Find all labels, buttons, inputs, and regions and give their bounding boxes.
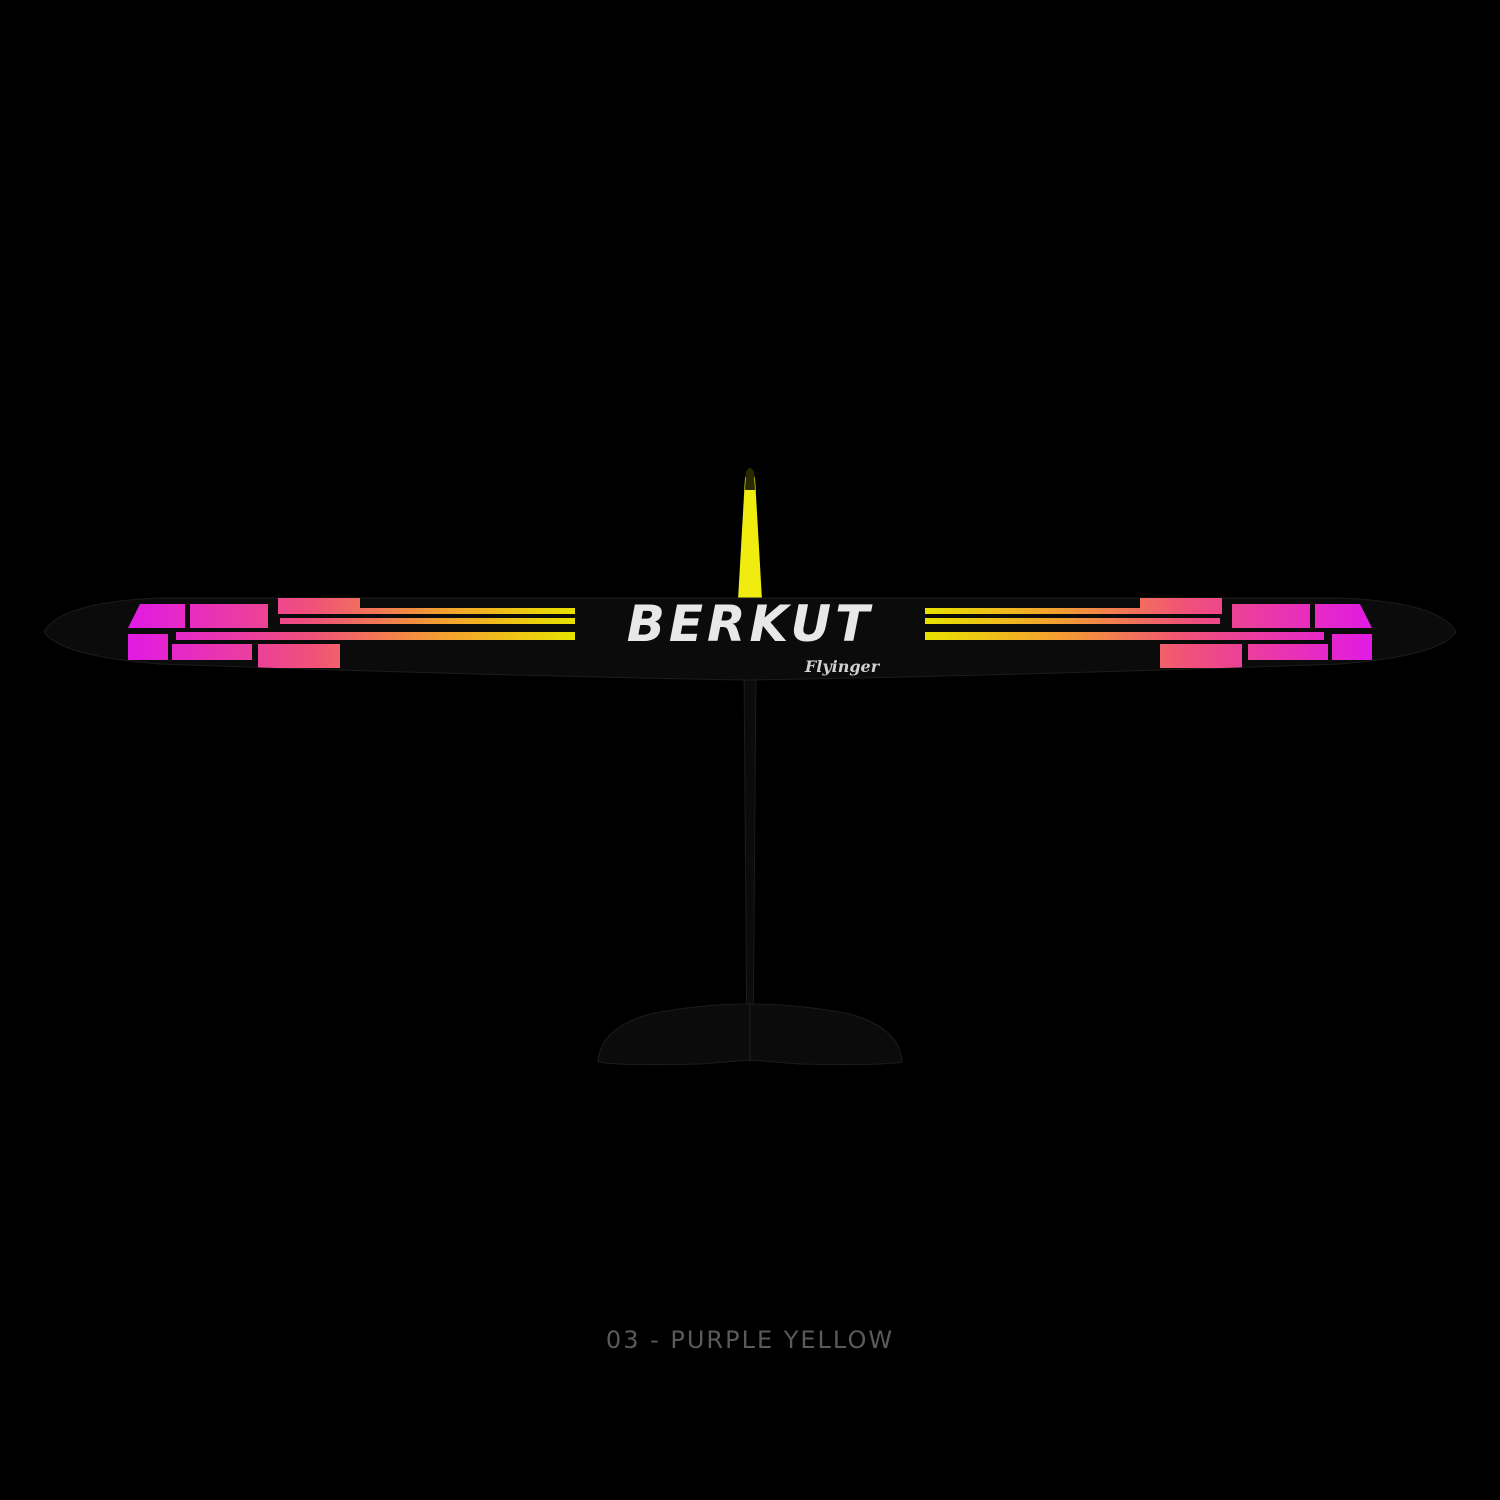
left-stripe-block <box>128 634 168 660</box>
left-stripe-top <box>278 598 575 614</box>
right-stripe-top <box>925 598 1222 614</box>
left-stripe-block <box>190 604 268 628</box>
right-wing-stripes <box>925 598 1372 668</box>
left-stripe-block <box>128 604 185 628</box>
right-stripe-mid <box>925 618 1220 624</box>
right-stripe-block <box>1248 644 1328 660</box>
right-stripe-block <box>1315 604 1372 628</box>
nose-cone <box>738 471 762 600</box>
left-wing-stripes <box>128 598 575 668</box>
right-stripe-block <box>1232 604 1310 628</box>
left-stripe-block <box>172 644 252 660</box>
nose-tip <box>745 468 755 490</box>
variant-caption: 03 - PURPLE YELLOW <box>605 1326 895 1354</box>
left-stripe-block <box>258 644 340 668</box>
brand-logo: Flyinger <box>804 657 881 676</box>
wing-title: BERKUT <box>627 595 873 653</box>
right-stripe-block <box>1332 634 1372 660</box>
right-stripe-low <box>925 632 1324 640</box>
wing-decals <box>128 598 1372 668</box>
left-stripe-low <box>176 632 575 640</box>
right-stripe-block <box>1160 644 1242 668</box>
left-stripe-mid <box>280 618 575 624</box>
tail-boom <box>743 664 757 1061</box>
